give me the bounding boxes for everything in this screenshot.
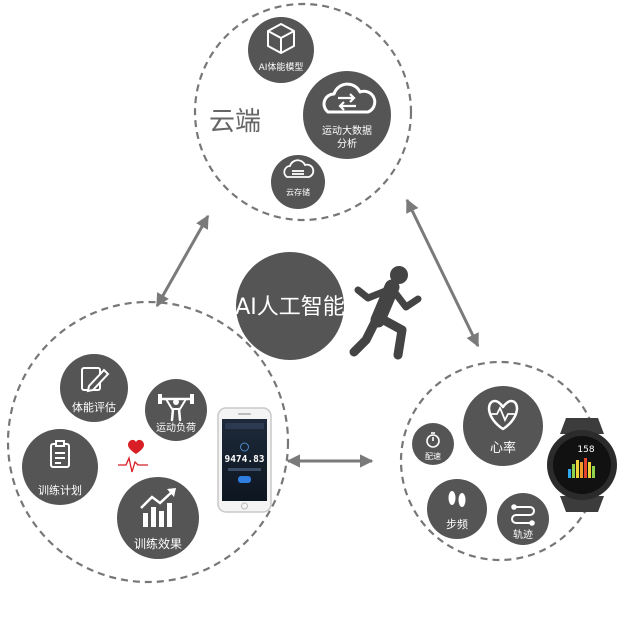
pulse-line <box>118 455 148 473</box>
node-label: 训练效果 <box>134 536 182 551</box>
cloud-node-ai-model: AI体能模型 <box>248 17 314 83</box>
cloud-node-storage: 云存储 <box>271 155 325 209</box>
app-node-fitness-assessment: 体能评估 <box>60 354 128 422</box>
node-label-line2: 分析 <box>337 137 357 150</box>
app-node-training-plan: 训练计划 <box>22 429 98 505</box>
route-icon <box>511 504 535 526</box>
phone-screen-value: 9474.83 <box>224 454 264 465</box>
heart-pulse-icon <box>487 399 519 431</box>
running-man-icon <box>349 266 422 360</box>
node-label: 心率 <box>490 440 516 456</box>
cloud-group-border <box>193 2 413 222</box>
watch-node-cadence: 步频 <box>427 479 487 539</box>
watch-node-heart-rate: 心率 <box>463 386 543 466</box>
node-label: AI体能模型 <box>259 61 304 73</box>
node-label-line1: 运动大数据 <box>322 124 372 137</box>
cloud-node-big-data: 运动大数据 分析 <box>303 71 391 159</box>
cube-icon <box>267 23 295 54</box>
growth-chart-icon <box>140 488 176 527</box>
app-node-training-load: 运动负荷 <box>145 379 207 441</box>
cloud-sync-icon <box>322 82 377 114</box>
cloud-title: 云端 <box>209 107 261 137</box>
watch-screen-value: 158 <box>577 445 594 455</box>
node-label: 云存储 <box>286 187 310 197</box>
node-label: 轨迹 <box>513 528 533 541</box>
node-label: 训练计划 <box>38 483 82 497</box>
app-group-border <box>6 300 290 584</box>
clipboard-icon <box>50 440 70 468</box>
center-node: AI人工智能 <box>235 252 345 360</box>
footprints-icon <box>448 491 466 507</box>
center-label: AI人工智能 <box>235 295 345 320</box>
app-node-training-effect: 训练效果 <box>117 477 199 559</box>
weightlifter-icon <box>158 394 194 422</box>
node-label: 配速 <box>425 452 441 461</box>
node-label: 运动负荷 <box>156 421 196 434</box>
smartphone: 9474.83 <box>217 407 272 513</box>
heart-rate-indicator <box>118 439 148 473</box>
stopwatch-icon <box>426 432 440 448</box>
watch-node-route: 轨迹 <box>497 493 549 545</box>
node-label: 步频 <box>446 517 468 531</box>
watch-node-pace: 配速 <box>412 423 454 465</box>
heart-icon <box>128 439 144 454</box>
node-label: 体能评估 <box>72 400 116 414</box>
arrow-cloud-app <box>155 214 210 308</box>
cloud-storage-icon <box>283 159 315 178</box>
arrow-cloud-watch <box>405 198 480 348</box>
smartwatch: 158 <box>547 418 617 512</box>
edit-icon <box>81 367 110 393</box>
